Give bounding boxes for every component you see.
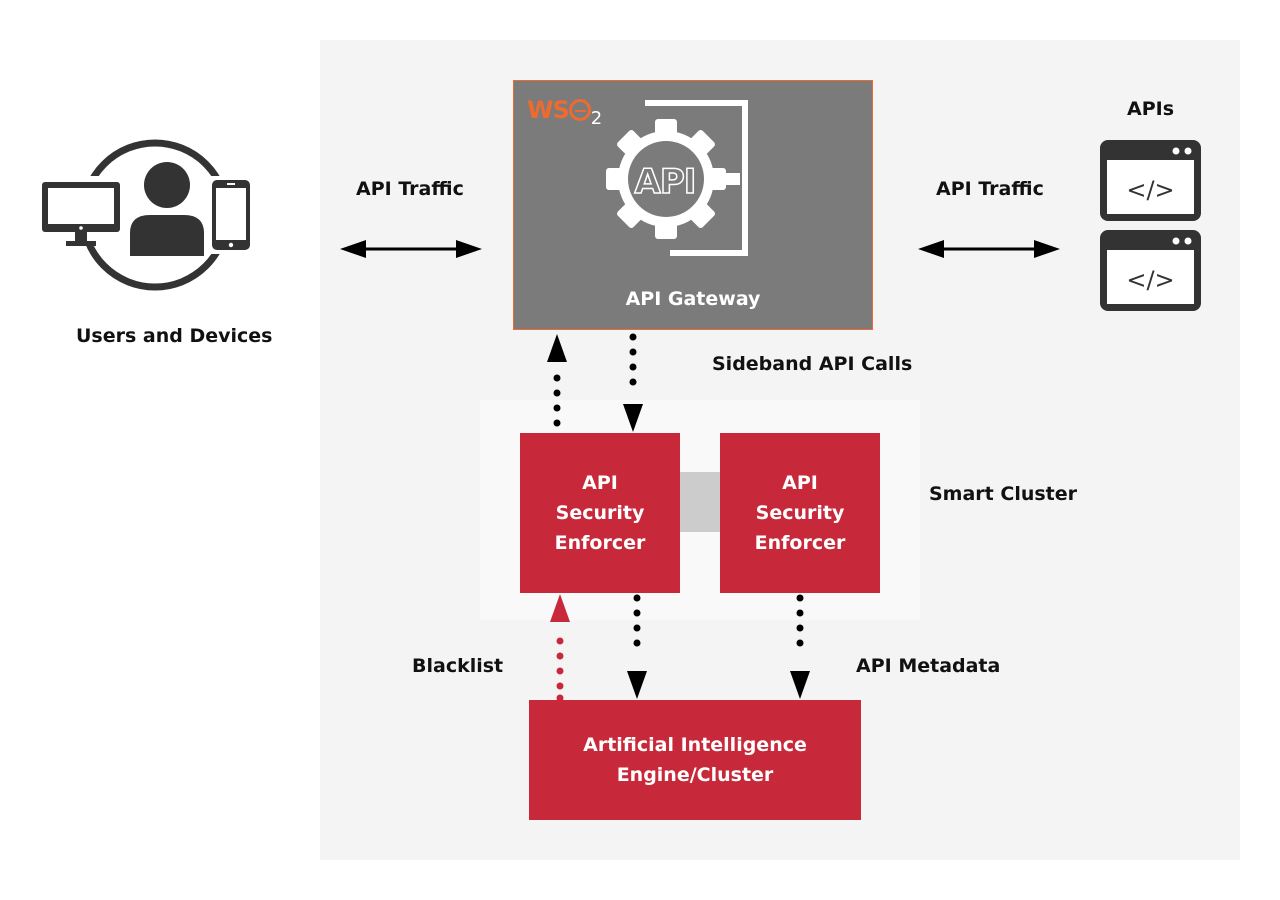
dotted-down-arrow-icon xyxy=(790,594,810,699)
enforcer-right-line3: Enforcer xyxy=(754,532,846,554)
user-icon xyxy=(130,162,204,256)
security-enforcer-left: API Security Enforcer xyxy=(520,433,680,593)
api-traffic-right-label: API Traffic xyxy=(936,178,1044,200)
monitor-icon xyxy=(42,182,120,246)
bidirectional-arrow-icon xyxy=(340,240,482,258)
dotted-up-arrow-icon xyxy=(547,334,567,427)
enforcer-left-line1: API xyxy=(582,472,618,494)
browser-code-icon: </> xyxy=(1100,230,1201,311)
security-enforcer-right: API Security Enforcer xyxy=(720,433,880,593)
blacklist-label: Blacklist xyxy=(412,655,504,677)
ai-engine-box: Artificial Intelligence Engine/Cluster xyxy=(529,700,861,820)
users-devices-label: Users and Devices xyxy=(76,325,273,347)
enforcer-right-line2: Security xyxy=(755,502,845,524)
enforcer-right-line1: API xyxy=(782,472,818,494)
code-glyph: </> xyxy=(1126,266,1174,294)
phone-icon xyxy=(212,180,250,250)
gateway-api-icon-text: API xyxy=(634,161,697,203)
enforcer-connector xyxy=(680,472,720,532)
code-glyph: </> xyxy=(1126,176,1174,204)
ai-engine-line1: Artificial Intelligence xyxy=(583,734,807,756)
enforcer-left-line2: Security xyxy=(555,502,645,524)
api-gateway-label: API Gateway xyxy=(625,288,761,310)
bidirectional-arrow-icon xyxy=(918,240,1060,258)
gear-icon xyxy=(606,100,748,256)
ai-engine-line2: Engine/Cluster xyxy=(616,764,774,786)
smart-cluster-label: Smart Cluster xyxy=(929,483,1078,505)
wso2-logo-ring-icon xyxy=(568,99,591,121)
browser-code-icon: </> xyxy=(1100,140,1201,221)
apis-label: APIs xyxy=(1127,98,1175,120)
api-traffic-left-label: API Traffic xyxy=(356,178,464,200)
dotted-down-arrow-icon xyxy=(623,333,643,432)
enforcer-left-line3: Enforcer xyxy=(554,532,646,554)
blacklist-arrow-icon xyxy=(550,594,570,702)
api-metadata-label: API Metadata xyxy=(856,655,1001,677)
dotted-down-arrow-icon xyxy=(627,594,647,699)
users-devices-icon xyxy=(38,139,256,291)
sideband-label: Sideband API Calls xyxy=(712,353,913,375)
